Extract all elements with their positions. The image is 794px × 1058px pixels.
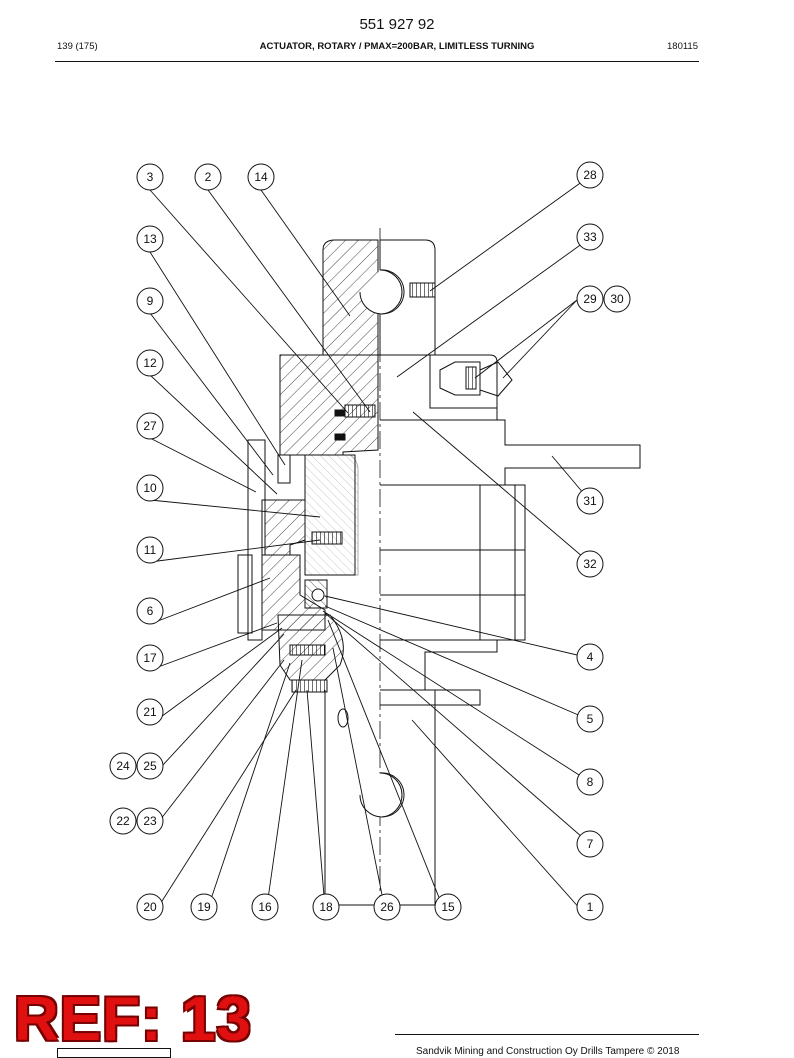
- footer-copyright: Sandvik Mining and Construction Oy Drill…: [416, 1046, 680, 1057]
- callout-label: 26: [380, 900, 394, 914]
- callout-label: 20: [143, 900, 157, 914]
- callout-label: 12: [143, 356, 157, 370]
- callout-label: 23: [143, 814, 157, 828]
- callout-label: 19: [197, 900, 211, 914]
- callout-label: 1: [587, 900, 594, 914]
- callout-label: 22: [116, 814, 130, 828]
- callout-label: 7: [587, 837, 594, 851]
- callout-label: 25: [143, 759, 157, 773]
- callout-label: 9: [147, 294, 154, 308]
- page-title: ACTUATOR, ROTARY / PMAX=200BAR, LIMITLES…: [259, 41, 535, 52]
- callout-label: 21: [143, 705, 157, 719]
- callout-label: 29: [583, 292, 597, 306]
- callout-label: 4: [587, 650, 594, 664]
- callout-label: 10: [143, 481, 157, 495]
- brand-logo: [57, 1048, 171, 1058]
- callout-label: 16: [258, 900, 272, 914]
- callout-bubbles: [109, 161, 631, 921]
- callout-label: 2: [205, 170, 212, 184]
- callout-label: 27: [143, 419, 157, 433]
- reference-watermark: REF: 13: [14, 985, 252, 1054]
- date-code: 180115: [667, 41, 698, 52]
- callout-label: 31: [583, 494, 597, 508]
- callout-label: 5: [587, 712, 594, 726]
- actuator-body: [237, 228, 641, 906]
- callout-label: 15: [441, 900, 455, 914]
- callout-label: 33: [583, 230, 597, 244]
- callout-labels: 3 2 14 13 9 12 27 10 11 6 17 21 24 25 22…: [116, 168, 624, 914]
- header-rule: [55, 61, 699, 62]
- callout-label: 6: [147, 604, 154, 618]
- callout-label: 8: [587, 775, 594, 789]
- callout-label: 24: [116, 759, 130, 773]
- leader-lines: [149, 175, 591, 921]
- document-number: 551 927 92: [359, 16, 435, 33]
- callout-label: 13: [143, 232, 157, 246]
- callout-label: 3: [147, 170, 154, 184]
- callout-label: 30: [610, 292, 624, 306]
- callout-label: 28: [583, 168, 597, 182]
- callout-label: 18: [319, 900, 333, 914]
- callout-label: 11: [144, 543, 157, 557]
- callout-label: 32: [583, 557, 597, 571]
- callout-label: 14: [254, 170, 268, 184]
- footer-rule: [395, 1034, 699, 1035]
- page-indicator: 139 (175): [57, 41, 98, 52]
- callout-label: 17: [143, 651, 157, 665]
